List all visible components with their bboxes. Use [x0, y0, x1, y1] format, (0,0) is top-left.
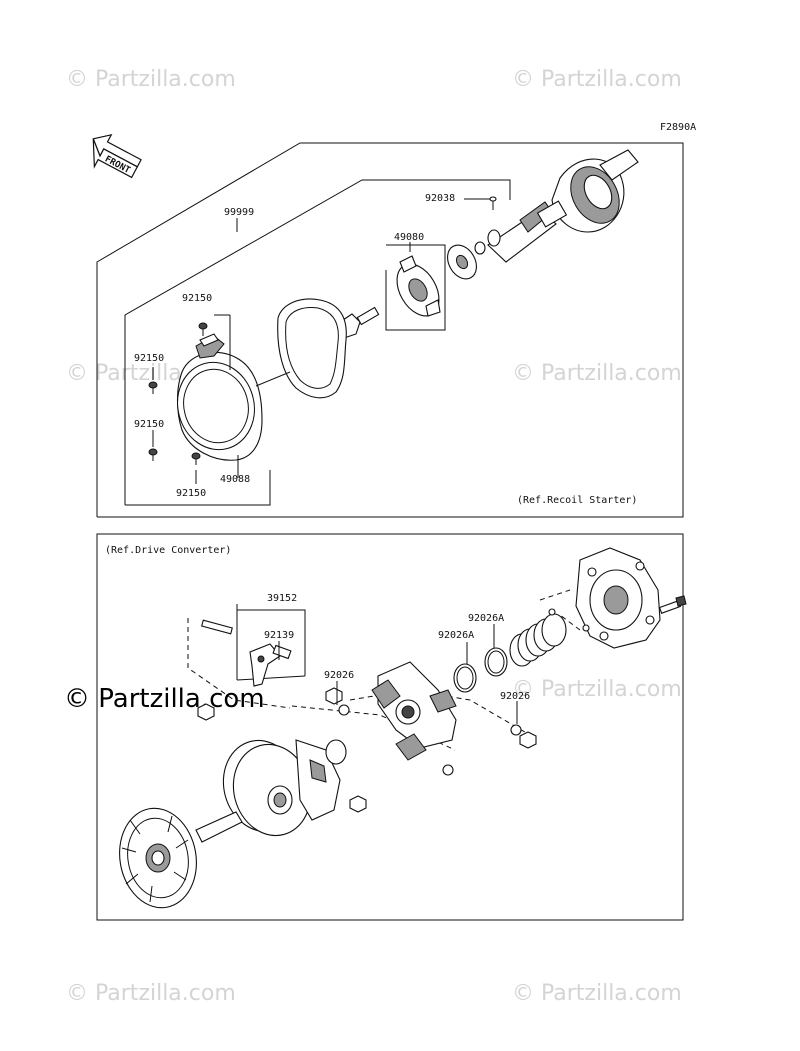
nut-92026	[325, 687, 343, 705]
callout-92026A: 92026A	[468, 613, 504, 624]
callout-92038: 92038	[425, 193, 455, 204]
nut-92026	[519, 731, 537, 749]
screw-92150	[191, 452, 201, 465]
crankshaft	[487, 149, 639, 263]
bushing	[325, 739, 347, 765]
gasket	[277, 298, 347, 399]
washer	[474, 241, 486, 255]
bushing	[338, 704, 350, 716]
washer	[487, 229, 501, 247]
watermark-text: © Partzilla.com	[512, 677, 682, 702]
spider	[371, 661, 457, 776]
screw-92150	[148, 381, 158, 394]
fixed-sheave	[119, 807, 243, 909]
bushing	[510, 724, 522, 736]
ref-label-drive-converter: (Ref.Drive Converter)	[105, 545, 231, 556]
front-arrow-icon: FRONT	[92, 133, 142, 179]
watermark-text: © Partzilla.com	[66, 67, 236, 92]
recoil-starter-section: 99999 92038 49080 92150 92150 92150 9215…	[96, 142, 684, 518]
callout-49080: 49080	[394, 232, 424, 243]
pin-92038	[489, 196, 497, 210]
pin	[201, 619, 233, 635]
watermark-text: © Partzilla.com	[512, 67, 682, 92]
watermark-text: © Partzilla.com	[66, 981, 236, 1006]
callout-99999: 99999	[224, 207, 254, 218]
weight-arm-92139	[249, 643, 292, 687]
callout-92139: 92139	[264, 630, 294, 641]
watermark-text: © Partzilla.com	[512, 361, 682, 386]
spring	[509, 613, 567, 667]
screw-92150	[148, 448, 158, 461]
callout-92026: 92026	[324, 670, 354, 681]
callout-39152: 39152	[267, 593, 297, 604]
ratchet-49080	[396, 255, 441, 317]
diagram-code: F2890A	[660, 122, 696, 133]
ref-label-recoil-starter: (Ref.Recoil Starter)	[517, 495, 637, 506]
recoil-starter-housing	[176, 333, 263, 461]
small-nut	[548, 608, 556, 616]
ring-92026A	[484, 647, 508, 677]
ring-92026A	[453, 663, 477, 693]
watermark-text-dark: © Partzilla.com	[64, 684, 265, 714]
callout-92026A: 92026A	[438, 630, 474, 641]
callout-92026: 92026	[500, 691, 530, 702]
callout-92150: 92150	[134, 419, 164, 430]
callout-92150: 92150	[134, 353, 164, 364]
callout-92150: 92150	[182, 293, 212, 304]
callout-49088: 49088	[220, 474, 250, 485]
watermark-text: © Partzilla.com	[512, 981, 682, 1006]
drive-converter-section: (Ref.Drive Converter)	[96, 533, 687, 921]
callout-92150: 92150	[176, 488, 206, 499]
nut	[349, 795, 367, 813]
bolt	[658, 595, 687, 614]
converter-cover	[575, 547, 661, 649]
small-nut	[582, 624, 590, 632]
screw-92150	[198, 322, 208, 336]
nut	[197, 703, 215, 721]
